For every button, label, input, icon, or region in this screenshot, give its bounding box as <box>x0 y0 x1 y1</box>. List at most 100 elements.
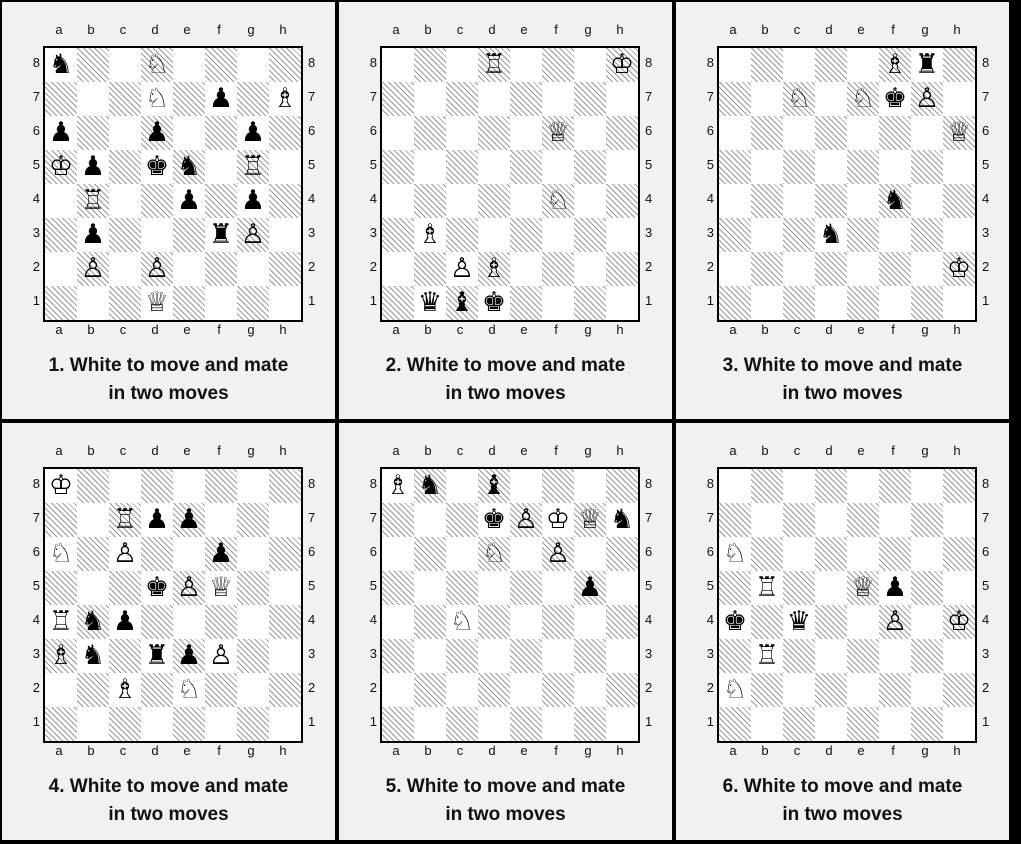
square-b6[interactable] <box>751 116 783 150</box>
square-e2[interactable] <box>510 252 542 286</box>
square-d3[interactable] <box>478 639 510 673</box>
square-g8[interactable] <box>574 469 606 503</box>
square-d5[interactable] <box>478 150 510 184</box>
square-h4[interactable] <box>269 184 301 218</box>
square-b8[interactable] <box>414 48 446 82</box>
square-h7[interactable] <box>943 503 975 537</box>
white-rook-icon[interactable]: ♖ <box>482 48 506 82</box>
square-f3[interactable]: ♙ <box>205 639 237 673</box>
square-h7[interactable]: ♞ <box>606 503 638 537</box>
square-g3[interactable] <box>574 639 606 673</box>
square-g5[interactable]: ♟ <box>574 571 606 605</box>
square-g8[interactable] <box>237 469 269 503</box>
square-e7[interactable]: ♟ <box>173 503 205 537</box>
white-knight-icon[interactable]: ♘ <box>450 605 474 639</box>
square-e1[interactable] <box>510 286 542 320</box>
square-a4[interactable]: ♚ <box>719 605 751 639</box>
white-bishop-icon[interactable]: ♗ <box>386 469 410 503</box>
square-a5[interactable] <box>382 150 414 184</box>
square-b2[interactable] <box>414 252 446 286</box>
square-g5[interactable] <box>237 571 269 605</box>
square-h1[interactable] <box>269 286 301 320</box>
square-b2[interactable] <box>77 673 109 707</box>
black-knight-icon[interactable]: ♞ <box>883 184 907 218</box>
square-c2[interactable] <box>109 252 141 286</box>
square-d1[interactable] <box>815 286 847 320</box>
square-h1[interactable] <box>269 707 301 741</box>
square-e2[interactable] <box>847 673 879 707</box>
square-h6[interactable] <box>606 116 638 150</box>
square-h6[interactable] <box>269 116 301 150</box>
square-h1[interactable] <box>606 707 638 741</box>
square-d1[interactable]: ♚ <box>478 286 510 320</box>
square-a5[interactable] <box>719 571 751 605</box>
square-c5[interactable] <box>446 150 478 184</box>
square-e5[interactable] <box>510 150 542 184</box>
square-h4[interactable] <box>269 605 301 639</box>
square-h6[interactable]: ♕ <box>943 116 975 150</box>
square-d1[interactable] <box>141 707 173 741</box>
square-a2[interactable] <box>382 673 414 707</box>
square-h2[interactable] <box>269 252 301 286</box>
square-d3[interactable] <box>815 639 847 673</box>
black-bishop-icon[interactable]: ♝ <box>482 469 506 503</box>
square-d3[interactable]: ♞ <box>815 218 847 252</box>
square-a1[interactable] <box>382 707 414 741</box>
white-pawn-icon[interactable]: ♙ <box>546 537 570 571</box>
square-f7[interactable]: ♚ <box>879 82 911 116</box>
square-h8[interactable]: ♔ <box>606 48 638 82</box>
white-king-icon[interactable]: ♔ <box>49 150 73 184</box>
black-pawn-icon[interactable]: ♟ <box>177 639 201 673</box>
square-g4[interactable] <box>911 184 943 218</box>
square-b8[interactable]: ♞ <box>414 469 446 503</box>
square-e8[interactable] <box>847 469 879 503</box>
square-a7[interactable] <box>719 503 751 537</box>
square-e8[interactable] <box>173 469 205 503</box>
square-e5[interactable]: ♕ <box>847 571 879 605</box>
black-pawn-icon[interactable]: ♟ <box>241 116 265 150</box>
square-e3[interactable] <box>173 218 205 252</box>
square-h3[interactable] <box>269 639 301 673</box>
square-g5[interactable] <box>574 150 606 184</box>
square-b6[interactable] <box>414 537 446 571</box>
black-pawn-icon[interactable]: ♟ <box>209 537 233 571</box>
square-g1[interactable] <box>574 707 606 741</box>
square-a1[interactable] <box>719 286 751 320</box>
square-a3[interactable] <box>382 218 414 252</box>
square-f4[interactable]: ♙ <box>879 605 911 639</box>
square-c1[interactable] <box>783 707 815 741</box>
square-e1[interactable] <box>173 286 205 320</box>
square-f4[interactable] <box>542 605 574 639</box>
square-a8[interactable]: ♞ <box>45 48 77 82</box>
square-h7[interactable] <box>606 82 638 116</box>
black-king-icon[interactable]: ♚ <box>883 82 907 116</box>
square-b4[interactable] <box>414 605 446 639</box>
white-king-icon[interactable]: ♔ <box>546 503 570 537</box>
square-d4[interactable] <box>141 184 173 218</box>
white-pawn-icon[interactable]: ♙ <box>514 503 538 537</box>
square-a6[interactable]: ♟ <box>45 116 77 150</box>
square-e8[interactable] <box>510 469 542 503</box>
white-king-icon[interactable]: ♔ <box>947 252 971 286</box>
white-pawn-icon[interactable]: ♙ <box>241 218 265 252</box>
square-c3[interactable] <box>783 639 815 673</box>
square-b2[interactable] <box>751 673 783 707</box>
square-g7[interactable] <box>911 503 943 537</box>
square-c8[interactable] <box>783 469 815 503</box>
square-e4[interactable] <box>510 605 542 639</box>
square-e3[interactable] <box>847 639 879 673</box>
square-d7[interactable]: ♟ <box>141 503 173 537</box>
square-b8[interactable] <box>77 48 109 82</box>
square-a6[interactable] <box>382 116 414 150</box>
square-g5[interactable] <box>911 571 943 605</box>
square-f2[interactable] <box>879 252 911 286</box>
white-bishop-icon[interactable]: ♗ <box>883 48 907 82</box>
black-king-icon[interactable]: ♚ <box>482 503 506 537</box>
square-c5[interactable] <box>109 571 141 605</box>
square-b4[interactable] <box>751 605 783 639</box>
square-d6[interactable] <box>815 116 847 150</box>
square-d7[interactable] <box>478 82 510 116</box>
square-g3[interactable] <box>237 639 269 673</box>
black-rook-icon[interactable]: ♜ <box>915 48 939 82</box>
square-e4[interactable] <box>847 605 879 639</box>
